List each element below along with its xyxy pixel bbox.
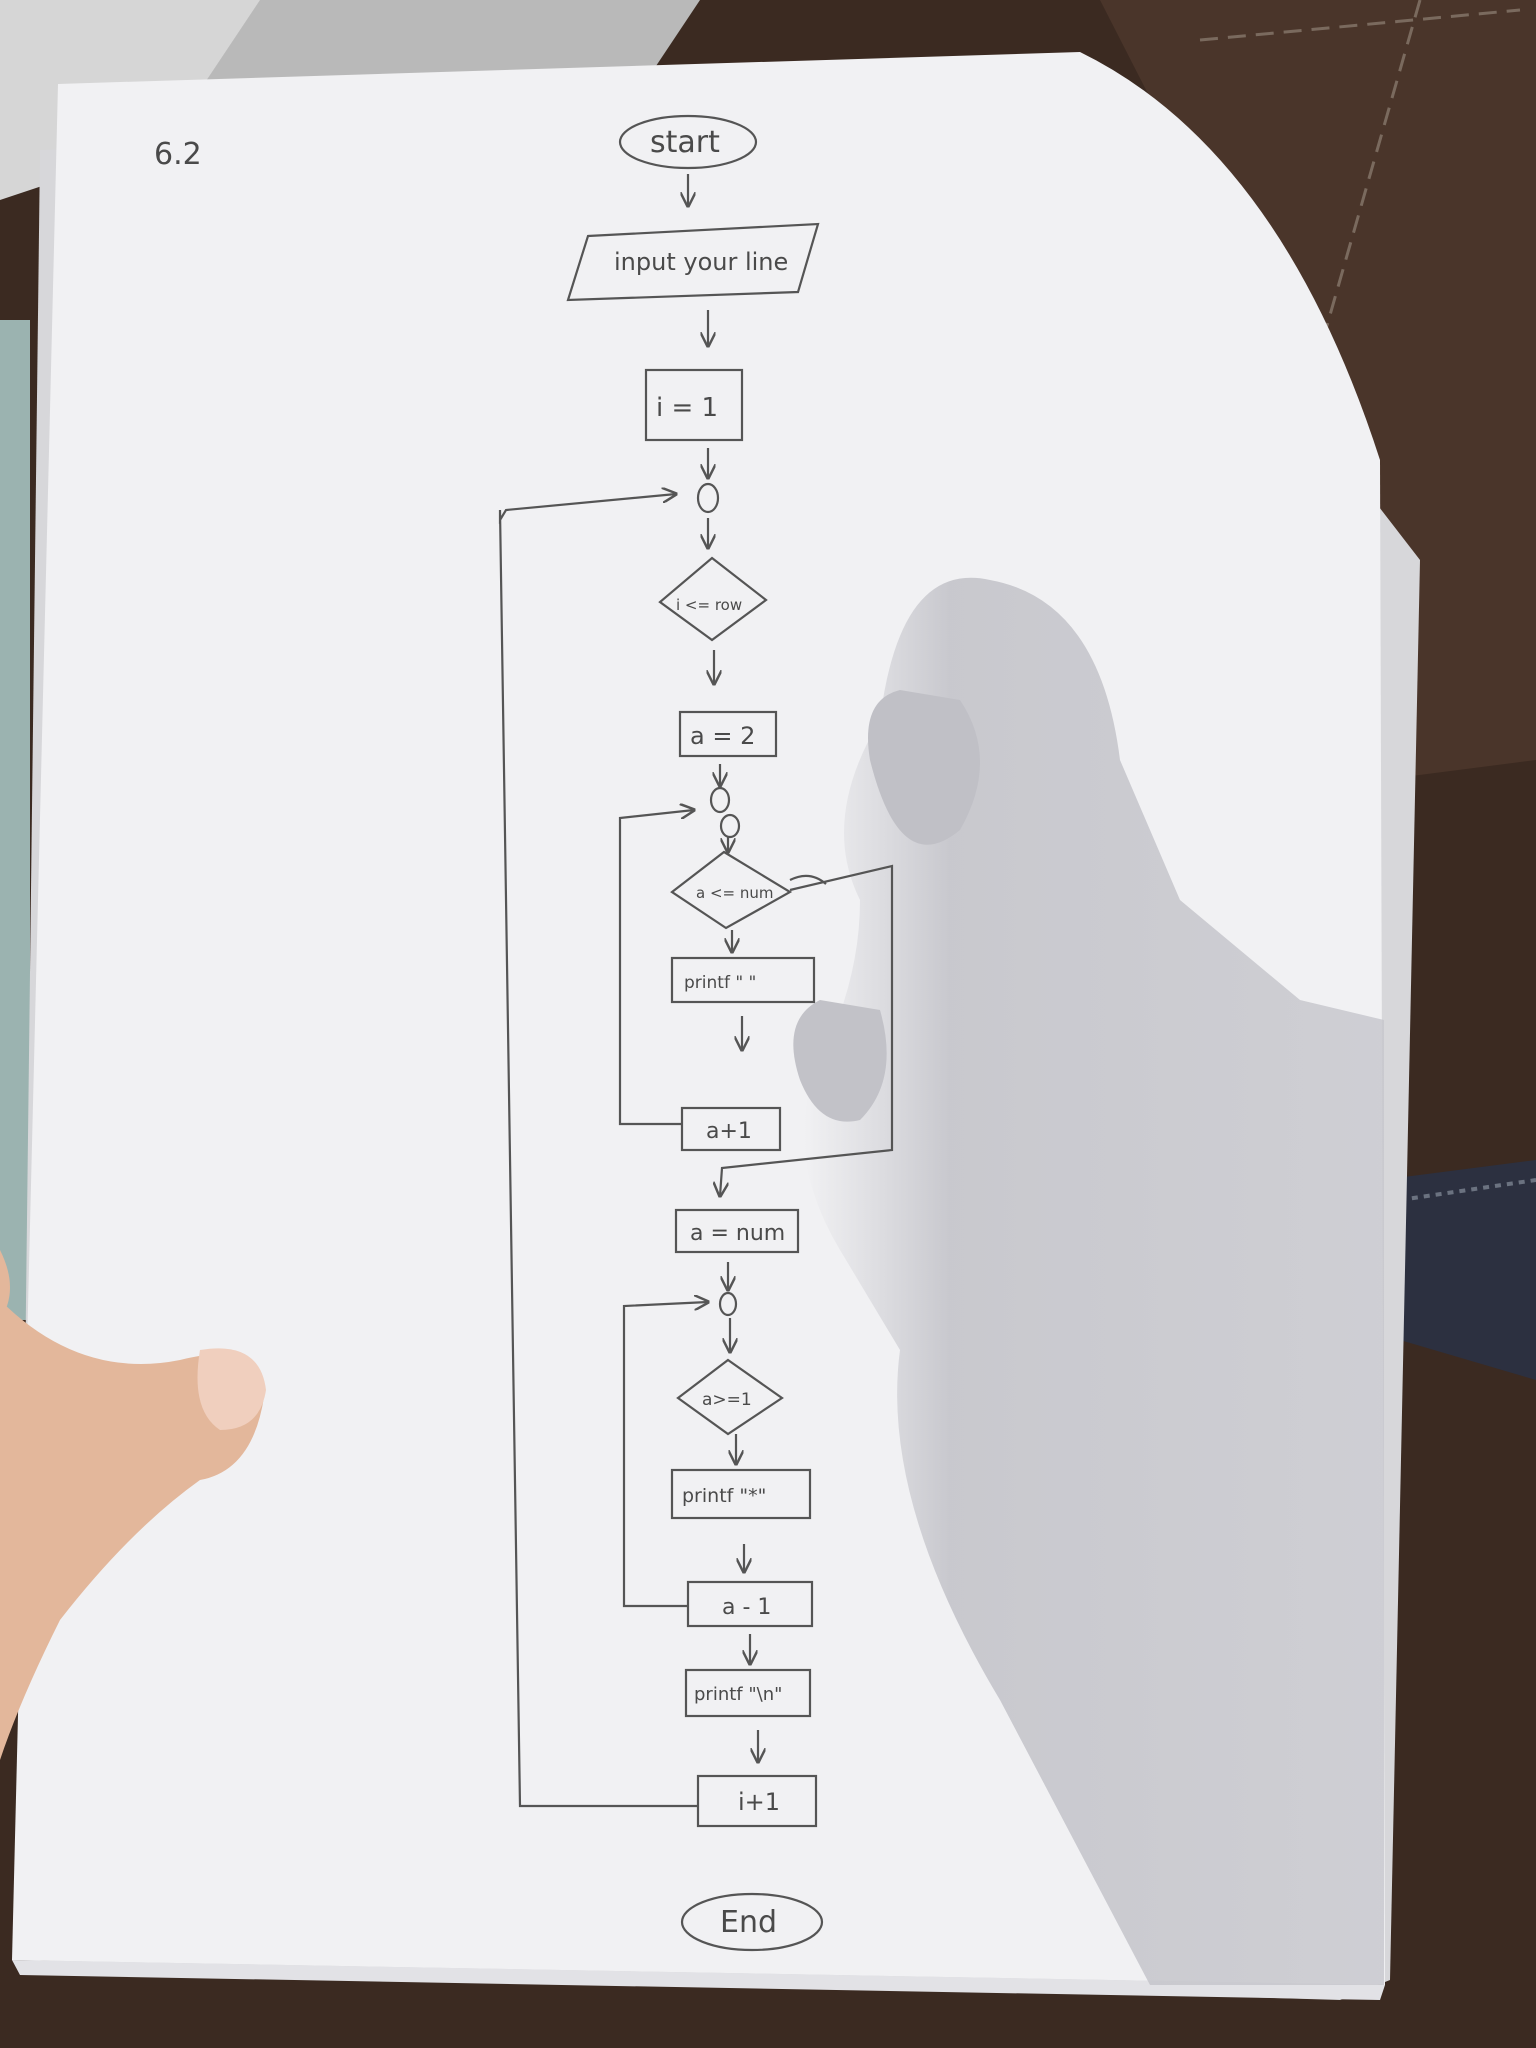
print-star-box: [670, 1468, 812, 1520]
outer-cond-label: i <= row: [676, 596, 742, 614]
flowchart-labels: start input your line i = 1 i <= row a =…: [614, 125, 788, 1940]
print-space-box: [670, 956, 816, 1004]
hand-shadow: [793, 577, 1384, 1985]
outer-loop-back: [498, 494, 698, 1808]
outer-decision-diamond: [658, 556, 768, 642]
star-loop-back: [622, 1302, 708, 1608]
space-decision-diamond: [670, 850, 793, 930]
space-cond-label: a <= num: [696, 884, 774, 902]
space-loop-back: [618, 810, 694, 1126]
star-cond-label: a>=1: [702, 1390, 752, 1410]
print-star-label: printf "*": [682, 1485, 766, 1507]
page-number: 6.2: [154, 137, 202, 172]
init-a-star-label: a = num: [690, 1221, 785, 1246]
thumb: [0, 1250, 266, 1760]
star-decision-diamond: [676, 1358, 784, 1436]
init-a-star-box: [674, 1208, 800, 1254]
inc-a-box: [680, 1106, 782, 1152]
outer-loop-connector: [696, 482, 720, 514]
start-terminal: [618, 114, 758, 170]
end-terminal: [680, 1892, 824, 1952]
init-i-label: i = 1: [656, 393, 718, 423]
input-label: input your line: [614, 248, 788, 276]
inc-i-label: i+1: [738, 1788, 780, 1816]
input-parallelogram: [566, 222, 820, 302]
space-loop-connector: [709, 786, 731, 814]
end-label: End: [720, 1905, 777, 1940]
init-a-space-label: a = 2: [690, 722, 755, 750]
flowchart: [498, 114, 894, 1952]
print-space-label: printf " ": [684, 973, 756, 993]
inc-i-box: [696, 1774, 818, 1828]
init-a-space-box: [678, 710, 778, 758]
init-i-box: [644, 368, 744, 442]
star-loop-connector: [718, 1291, 738, 1317]
inc-a-label: a+1: [706, 1119, 752, 1144]
space-decision-exit: [720, 864, 894, 1196]
dec-a-label: a - 1: [722, 1595, 771, 1620]
print-newline-box: [684, 1668, 812, 1718]
print-newline-label: printf "\n": [694, 1684, 782, 1705]
dec-a-box: [686, 1580, 814, 1628]
start-label: start: [650, 125, 720, 160]
